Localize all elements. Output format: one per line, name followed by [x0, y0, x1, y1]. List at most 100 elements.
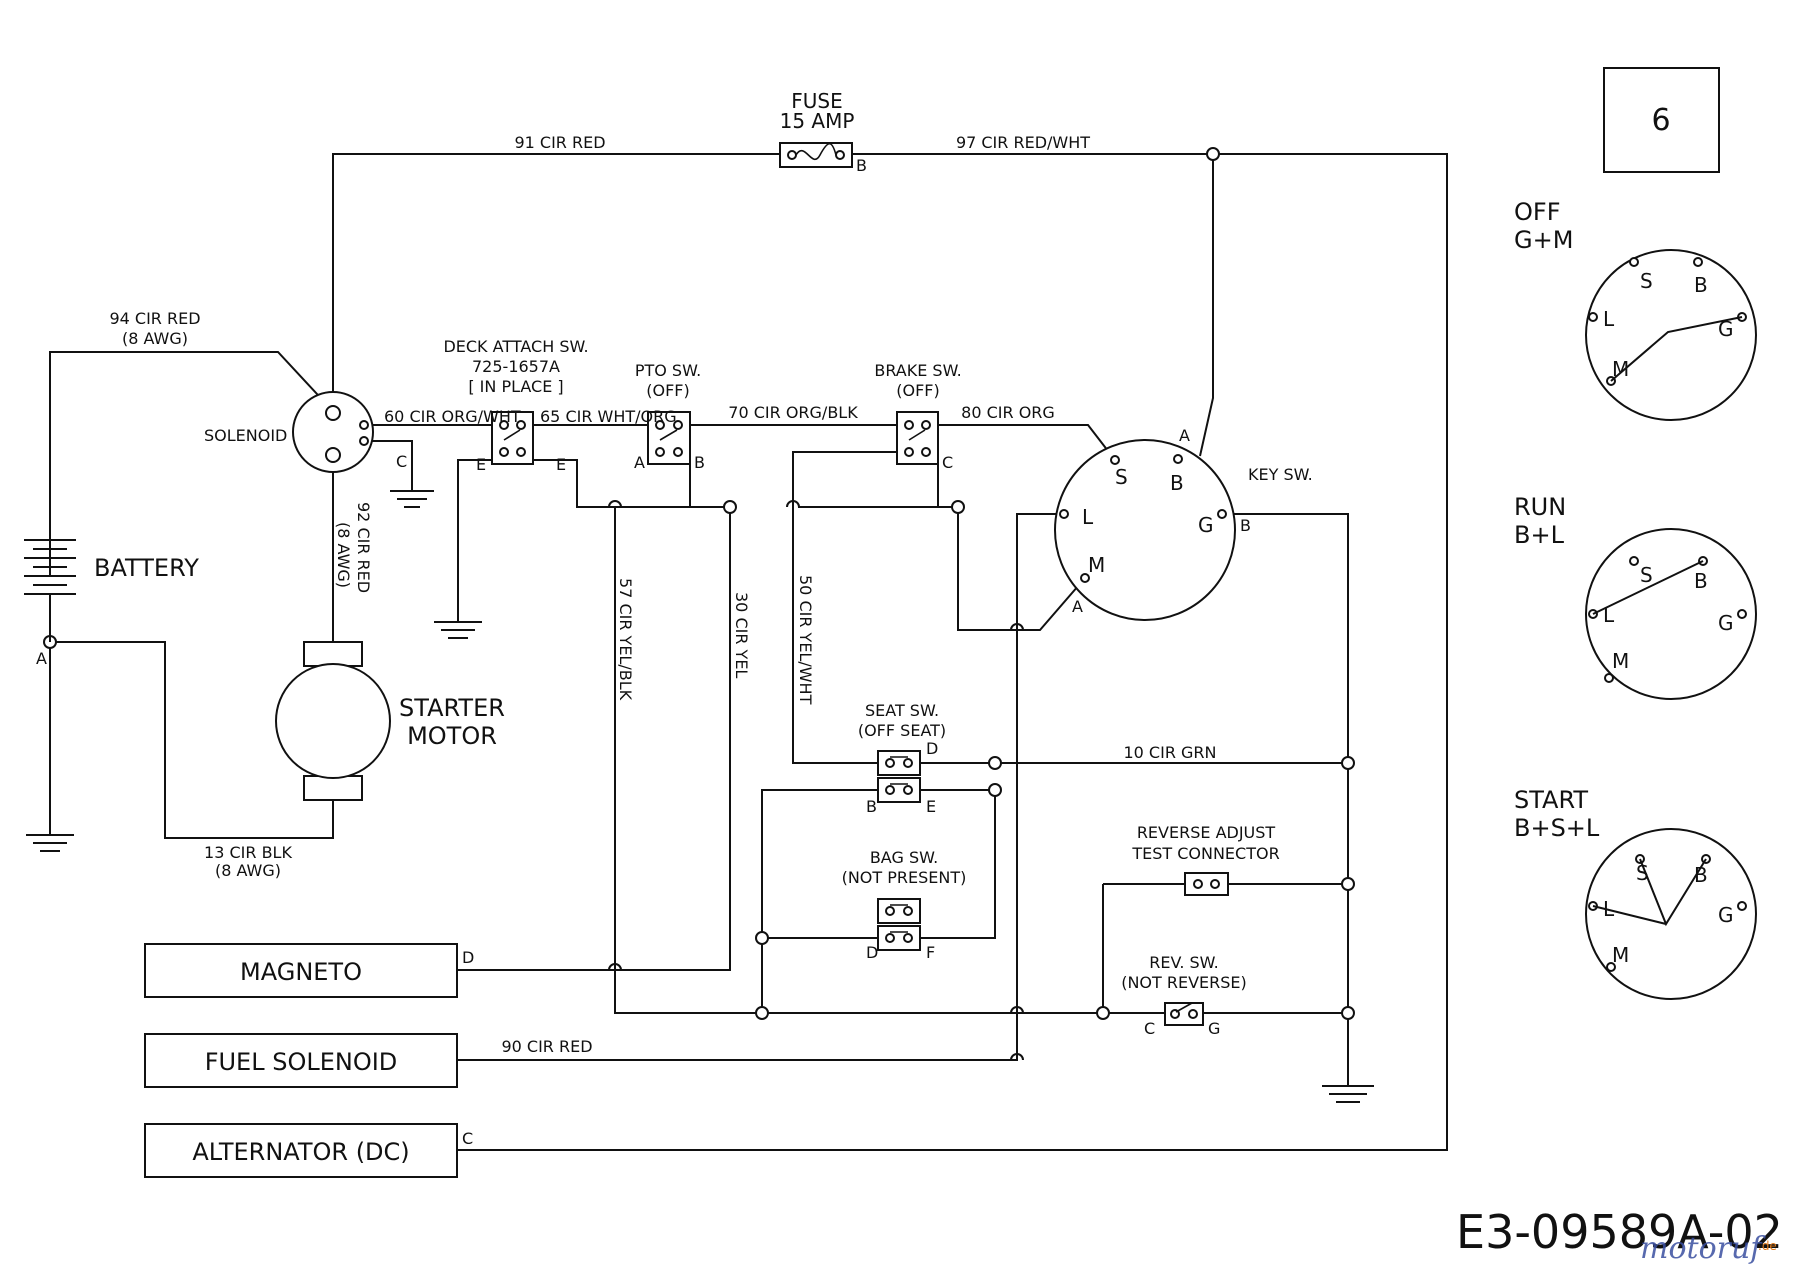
revadj-label-2: TEST CONNECTOR [1131, 844, 1279, 863]
alternator: ALTERNATOR (DC) C [144, 1123, 473, 1178]
rev-terminal-c: C [1144, 1019, 1155, 1038]
wires [49, 153, 1448, 1151]
fuse-terminal-b: B [856, 156, 867, 175]
key-off-connection: G+M [1514, 226, 1573, 254]
wire-label-60: 60 CIR ORG/WHT [384, 407, 521, 426]
seat-switch: SEAT SW. (OFF SEAT) D B E [858, 701, 946, 816]
key-run-connection: B+L [1514, 521, 1565, 549]
battery-terminal-a: A [36, 649, 47, 668]
wire-label-30: 30 CIR YEL [732, 592, 751, 678]
svg-text:L: L [1603, 897, 1615, 921]
rev-switch: REV. SW. (NOT REVERSE) C G [1121, 953, 1247, 1038]
key-wire-b-right: B [1240, 516, 1251, 535]
bag-terminal-d: D [866, 943, 878, 962]
wire-label-13-gauge: (8 AWG) [215, 861, 281, 880]
pto-label-2: (OFF) [646, 381, 689, 400]
key-switch-label: KEY SW. [1248, 465, 1313, 484]
svg-text:L: L [1603, 603, 1615, 627]
key-position-off: OFF G+M S B L G M [1514, 198, 1757, 421]
solenoid: SOLENOID C [204, 391, 407, 473]
seat-terminal-e: E [926, 797, 936, 816]
watermark-logo: motoruf .de [1640, 1231, 1777, 1266]
pto-terminal-a: A [634, 453, 645, 472]
fuel-solenoid-label: FUEL SOLENOID [205, 1048, 398, 1076]
ground-deck [434, 621, 482, 639]
wire-label-70: 70 CIR ORG/BLK [728, 403, 858, 422]
ground-symbols [26, 490, 1374, 1103]
key-wire-a-top: A [1179, 426, 1190, 445]
svg-text:B: B [1694, 273, 1708, 297]
seat-terminal-d: D [926, 739, 938, 758]
svg-text:M: M [1612, 357, 1629, 381]
deck-attach-switch: DECK ATTACH SW. 725-1657A [ IN PLACE ] E… [443, 337, 588, 474]
seat-label-2: (OFF SEAT) [858, 721, 946, 740]
deck-label-1: DECK ATTACH SW. [443, 337, 588, 356]
pto-switch: PTO SW. (OFF) A B [634, 361, 705, 472]
deck-terminal-e-right: E [556, 455, 566, 474]
key-run-state: RUN [1514, 493, 1566, 521]
wire-label-91: 91 CIR RED [514, 133, 605, 152]
wire-label-94: 94 CIR RED [109, 309, 200, 328]
svg-text:B: B [1694, 863, 1708, 887]
page-number: 6 [1651, 103, 1670, 138]
wire-label-80: 80 CIR ORG [961, 403, 1055, 422]
magneto: MAGNETO D [144, 943, 474, 998]
starter-label-2: MOTOR [407, 722, 497, 750]
ground-battery [26, 834, 74, 852]
bag-label-2: (NOT PRESENT) [842, 868, 967, 887]
key-terminal-m: M [1088, 553, 1105, 577]
alternator-terminal-c: C [462, 1129, 473, 1148]
magneto-label: MAGNETO [240, 958, 362, 986]
pto-label-1: PTO SW. [635, 361, 701, 380]
wire-label-97: 97 CIR RED/WHT [956, 133, 1090, 152]
key-start-connection: B+S+L [1514, 814, 1600, 842]
solenoid-terminal-c: C [396, 452, 407, 471]
wire-label-10: 10 CIR GRN [1123, 743, 1216, 762]
svg-text:M: M [1612, 649, 1629, 673]
fuse: FUSE 15 AMP B [779, 89, 867, 175]
ground-solenoid [390, 490, 434, 508]
svg-text:G: G [1718, 317, 1734, 341]
brake-label-1: BRAKE SW. [874, 361, 961, 380]
wire-label-92-gauge: (8 AWG) [334, 522, 353, 588]
wire-label-94-gauge: (8 AWG) [122, 329, 188, 348]
wire-label-50: 50 CIR YEL/WHT [796, 575, 815, 705]
bag-label-1: BAG SW. [870, 848, 938, 867]
battery-label: BATTERY [94, 554, 199, 582]
svg-text:S: S [1640, 563, 1653, 587]
deck-label-3: [ IN PLACE ] [468, 377, 563, 396]
bag-switch: BAG SW. (NOT PRESENT) D F [842, 848, 967, 962]
svg-text:L: L [1603, 307, 1615, 331]
rev-terminal-g: G [1208, 1019, 1220, 1038]
brake-terminal-c: C [942, 453, 953, 472]
key-terminal-b: B [1170, 471, 1184, 495]
battery: BATTERY A [24, 539, 199, 668]
wire-crossovers [608, 500, 1024, 1061]
rev-label-2: (NOT REVERSE) [1121, 973, 1247, 992]
fuel-solenoid: FUEL SOLENOID [144, 1033, 458, 1088]
svg-text:S: S [1636, 861, 1649, 885]
reverse-adjust-connector: REVERSE ADJUST TEST CONNECTOR [1131, 823, 1280, 896]
brake-switch: BRAKE SW. (OFF) C [874, 361, 961, 472]
key-position-run: RUN B+L S B L G M [1514, 493, 1757, 700]
svg-text:.de: .de [1758, 1239, 1777, 1253]
wire-label-57: 57 CIR YEL/BLK [616, 578, 635, 701]
key-off-state: OFF [1514, 198, 1561, 226]
svg-text:G: G [1718, 611, 1734, 635]
key-switch: S B L G M A A B KEY SW. [1054, 426, 1313, 621]
deck-terminal-e-left: E [476, 455, 486, 474]
junction-dots [43, 147, 1355, 1020]
seat-terminal-b: B [866, 797, 877, 816]
fuse-rating: 15 AMP [780, 109, 855, 133]
pto-terminal-b: B [694, 453, 705, 472]
wire-label-92: 92 CIR RED [354, 502, 373, 593]
rev-label-1: REV. SW. [1149, 953, 1219, 972]
svg-text:S: S [1640, 269, 1653, 293]
svg-text:G: G [1718, 903, 1734, 927]
bag-terminal-f: F [926, 943, 935, 962]
wire-labels: 91 CIR RED 97 CIR RED/WHT 94 CIR RED (8 … [109, 133, 1216, 1056]
deck-label-2: 725-1657A [472, 357, 560, 376]
drawing-code: E3-09589A-02 [1456, 1205, 1783, 1259]
key-start-state: START [1514, 786, 1588, 814]
